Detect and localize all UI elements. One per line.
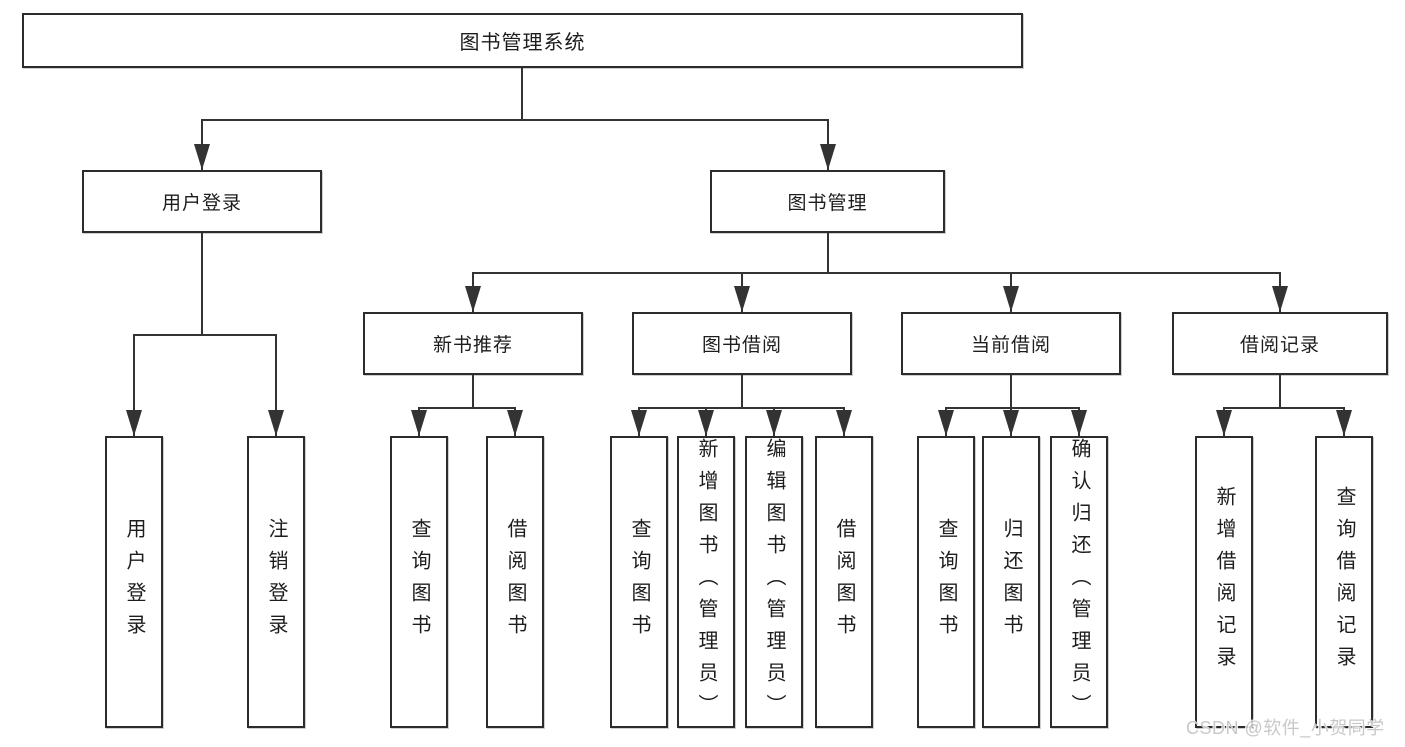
arrowhead-down-icon: [734, 286, 750, 312]
arrowhead-down-icon: [698, 410, 714, 436]
connector-line: [945, 407, 1080, 409]
node-label: 新增借阅记录: [1213, 486, 1235, 678]
node-label: 查询图书: [935, 518, 957, 646]
node-label: 借阅图书: [504, 518, 526, 646]
node-book-borrowing: 图书借阅: [632, 312, 852, 375]
arrowhead-down-icon: [411, 410, 427, 436]
connector-line: [275, 334, 277, 436]
node-label: 新增图书（管理员）: [695, 438, 717, 726]
arrowhead-down-icon: [836, 410, 852, 436]
arrowhead-down-icon: [194, 144, 210, 170]
leaf-borrow-books-borrow: 借阅图书: [815, 436, 873, 728]
connector-line: [638, 407, 845, 409]
node-book-management: 图书管理: [710, 170, 945, 233]
arrowhead-down-icon: [126, 410, 142, 436]
leaf-user-login: 用户登录: [105, 436, 163, 728]
node-label: 查询借阅记录: [1333, 486, 1355, 678]
node-label: 编辑图书（管理员）: [763, 438, 785, 726]
connector-line: [1223, 407, 1345, 409]
leaf-query-borrow-record: 查询借阅记录: [1315, 436, 1373, 728]
arrowhead-down-icon: [1071, 410, 1087, 436]
connector-line: [133, 334, 135, 436]
node-label: 图书借阅: [701, 335, 782, 356]
node-label: 借阅图书: [833, 518, 855, 646]
arrowhead-down-icon: [631, 410, 647, 436]
leaf-query-books-borrow: 查询图书: [610, 436, 668, 728]
connector-line: [827, 233, 829, 272]
node-new-book-recommendation: 新书推荐: [363, 312, 583, 375]
connector-line: [133, 334, 277, 336]
arrowhead-down-icon: [1003, 410, 1019, 436]
node-label: 图书管理系统: [459, 32, 586, 54]
connector-line: [1010, 375, 1012, 407]
arrowhead-down-icon: [268, 410, 284, 436]
arrowhead-down-icon: [1216, 410, 1232, 436]
leaf-add-borrow-record: 新增借阅记录: [1195, 436, 1253, 728]
node-label: 归还图书: [1000, 518, 1022, 646]
node-label: 用户登录: [161, 193, 242, 214]
node-label: 当前借阅: [970, 335, 1051, 356]
arrowhead-down-icon: [1003, 286, 1019, 312]
connector-line: [472, 272, 1281, 274]
arrowhead-down-icon: [507, 410, 523, 436]
node-current-borrowing: 当前借阅: [901, 312, 1121, 375]
leaf-borrow-books-recommend: 借阅图书: [486, 436, 544, 728]
leaf-query-books-current: 查询图书: [917, 436, 975, 728]
arrowhead-down-icon: [820, 144, 836, 170]
connector-line: [418, 407, 516, 409]
node-label: 注销登录: [265, 518, 287, 646]
arrowhead-down-icon: [766, 410, 782, 436]
connector-line: [472, 375, 474, 407]
arrowhead-down-icon: [1272, 286, 1288, 312]
node-library-management-system: 图书管理系统: [22, 13, 1023, 68]
arrowhead-down-icon: [465, 286, 481, 312]
leaf-confirm-return-admin: 确认归还（管理员）: [1050, 436, 1108, 728]
connector-line: [201, 119, 829, 121]
connector-line: [521, 68, 523, 119]
leaf-query-books-recommend: 查询图书: [390, 436, 448, 728]
node-label: 查询图书: [628, 518, 650, 646]
connector-line: [201, 233, 203, 334]
node-label: 图书管理: [787, 193, 868, 214]
csdn-watermark: CSDN @软件_小贺同学: [1186, 718, 1385, 738]
node-label: 新书推荐: [432, 335, 513, 356]
arrowhead-down-icon: [1336, 410, 1352, 436]
connector-line: [741, 375, 743, 407]
leaf-edit-book-admin: 编辑图书（管理员）: [745, 436, 803, 728]
connector-line: [1279, 375, 1281, 407]
node-label: 用户登录: [123, 518, 145, 646]
leaf-add-book-admin: 新增图书（管理员）: [677, 436, 735, 728]
node-label: 确认归还（管理员）: [1068, 438, 1090, 726]
node-label: 查询图书: [408, 518, 430, 646]
node-label: 借阅记录: [1239, 335, 1320, 356]
node-borrowing-records: 借阅记录: [1172, 312, 1388, 375]
arrowhead-down-icon: [938, 410, 954, 436]
leaf-logout: 注销登录: [247, 436, 305, 728]
node-user-login: 用户登录: [82, 170, 322, 233]
leaf-return-book: 归还图书: [982, 436, 1040, 728]
